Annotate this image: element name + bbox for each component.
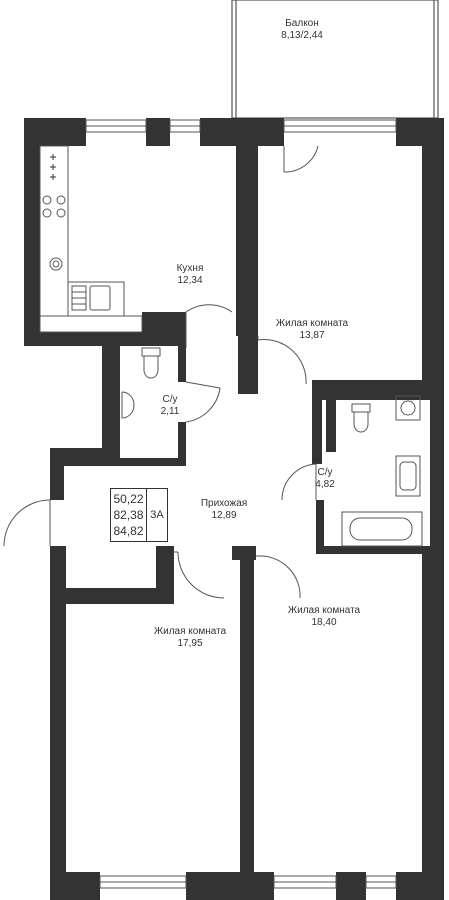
room-area: 13,87: [299, 330, 325, 341]
room-area: 18,40: [311, 617, 337, 628]
room-name: Жилая комната: [153, 626, 227, 637]
living-area-value: 50,22: [113, 492, 144, 506]
toilet-icon: [141, 347, 161, 379]
room-label-bath1: С/у 2,11: [150, 394, 190, 418]
room-name: С/у: [162, 394, 178, 405]
room-label-kitchen: Кухня 12,34: [150, 263, 230, 287]
room-label-living1: Жилая комната 13,87: [262, 318, 362, 342]
washbasin-icon: [395, 455, 421, 497]
fixtures: [39, 145, 423, 547]
washing-machine-icon: [49, 257, 63, 271]
balcony-outline: [231, 0, 439, 119]
washbasin-icon: [121, 391, 135, 419]
hob-marks-icon: [50, 154, 56, 180]
total-with-balcony-value: 84,82: [113, 524, 144, 538]
room-area: 8,13/2,44: [281, 30, 323, 41]
room-name: Балкон: [285, 18, 319, 29]
room-area: 12,34: [177, 275, 203, 286]
total-area-value: 82,38: [113, 508, 144, 522]
room-label-living3: Жилая комната 18,40: [274, 605, 374, 629]
windows: [85, 119, 397, 889]
room-area: 4,82: [315, 479, 335, 490]
area-values: 50,22 82,38 84,82: [111, 489, 147, 541]
room-area: 2,11: [160, 406, 180, 417]
room-label-balcony: Балкон 8,13/2,44: [252, 18, 352, 42]
room-name: С/у: [317, 467, 333, 478]
room-name: Жилая комната: [275, 318, 349, 329]
apartment-type: 3А: [150, 509, 164, 521]
toilet-icon: [351, 403, 371, 433]
room-area: 12,89: [211, 510, 237, 521]
walls: [24, 118, 444, 900]
room-name: Кухня: [176, 263, 204, 274]
room-name: Прихожая: [200, 498, 248, 509]
washing-machine-icon: [395, 395, 421, 421]
kitchen-counter: [39, 145, 69, 317]
room-name: Жилая комната: [287, 605, 361, 616]
kitchen-sink-icon: [71, 285, 111, 311]
room-area: 17,95: [177, 638, 203, 649]
stove-icon: [42, 195, 66, 218]
room-label-bath2: С/у 4,82: [305, 467, 345, 491]
room-label-living2: Жилая комната 17,95: [140, 626, 240, 650]
doors: [3, 145, 319, 599]
area-summary-box: 50,22 82,38 84,82 3А: [110, 488, 168, 542]
bathtub-icon: [341, 511, 423, 547]
room-label-hall: Прихожая 12,89: [184, 498, 264, 522]
